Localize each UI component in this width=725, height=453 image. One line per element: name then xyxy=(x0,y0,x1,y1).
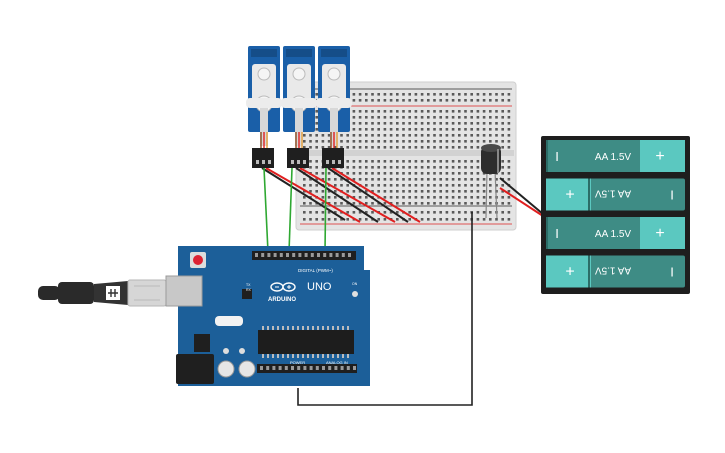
arduino-model: UNO xyxy=(307,281,332,293)
battery-minus-label: I xyxy=(555,226,559,241)
servo-wires xyxy=(261,167,421,223)
tx-label: TX xyxy=(246,283,251,287)
servo-motor xyxy=(316,46,352,168)
battery-cell-label: AA 1.5V xyxy=(595,265,631,276)
battery-minus-label: I xyxy=(670,265,674,280)
battery-pack: + I AA 1.5V + I AA 1.5V + I AA 1.5V + I AA 1.5V xyxy=(541,136,690,294)
battery-cell-label: AA 1.5V xyxy=(595,152,631,163)
rx-label: RX xyxy=(246,288,252,292)
battery-minus-label: I xyxy=(555,149,559,164)
arduino-logo-text: ARDUINO xyxy=(268,297,296,303)
battery-cell-label: AA 1.5V xyxy=(595,188,631,199)
servo-motor xyxy=(281,46,317,168)
servo-motors xyxy=(246,46,352,168)
battery-cell: + I AA 1.5V xyxy=(546,255,685,288)
arduino-board: ARDUINO UNO DIGITAL (PWM~) POWER ANALOG … xyxy=(165,246,370,386)
battery-plus-label: + xyxy=(655,148,664,165)
battery-plus-label: + xyxy=(565,187,574,204)
battery-wires xyxy=(297,177,544,406)
digital-label: DIGITAL (PWM~) xyxy=(298,268,333,273)
usb-cable xyxy=(38,279,167,307)
power-label: POWER xyxy=(290,360,305,365)
on-label: ON xyxy=(352,282,358,286)
battery-plus-label: + xyxy=(565,264,574,281)
battery-cell-label: AA 1.5V xyxy=(595,229,631,240)
servo-motor xyxy=(246,46,282,168)
battery-minus-label: I xyxy=(670,188,674,203)
arduino-logo-icon xyxy=(270,282,296,292)
signal-wires xyxy=(263,167,327,253)
battery-cell: + I AA 1.5V xyxy=(546,178,685,211)
battery-cell: + I AA 1.5V xyxy=(546,217,685,249)
battery-cell: + I AA 1.5V xyxy=(546,140,685,172)
analog-label: ANALOG IN xyxy=(326,360,348,365)
capacitor xyxy=(481,144,501,219)
battery-plus-label: + xyxy=(655,225,664,242)
